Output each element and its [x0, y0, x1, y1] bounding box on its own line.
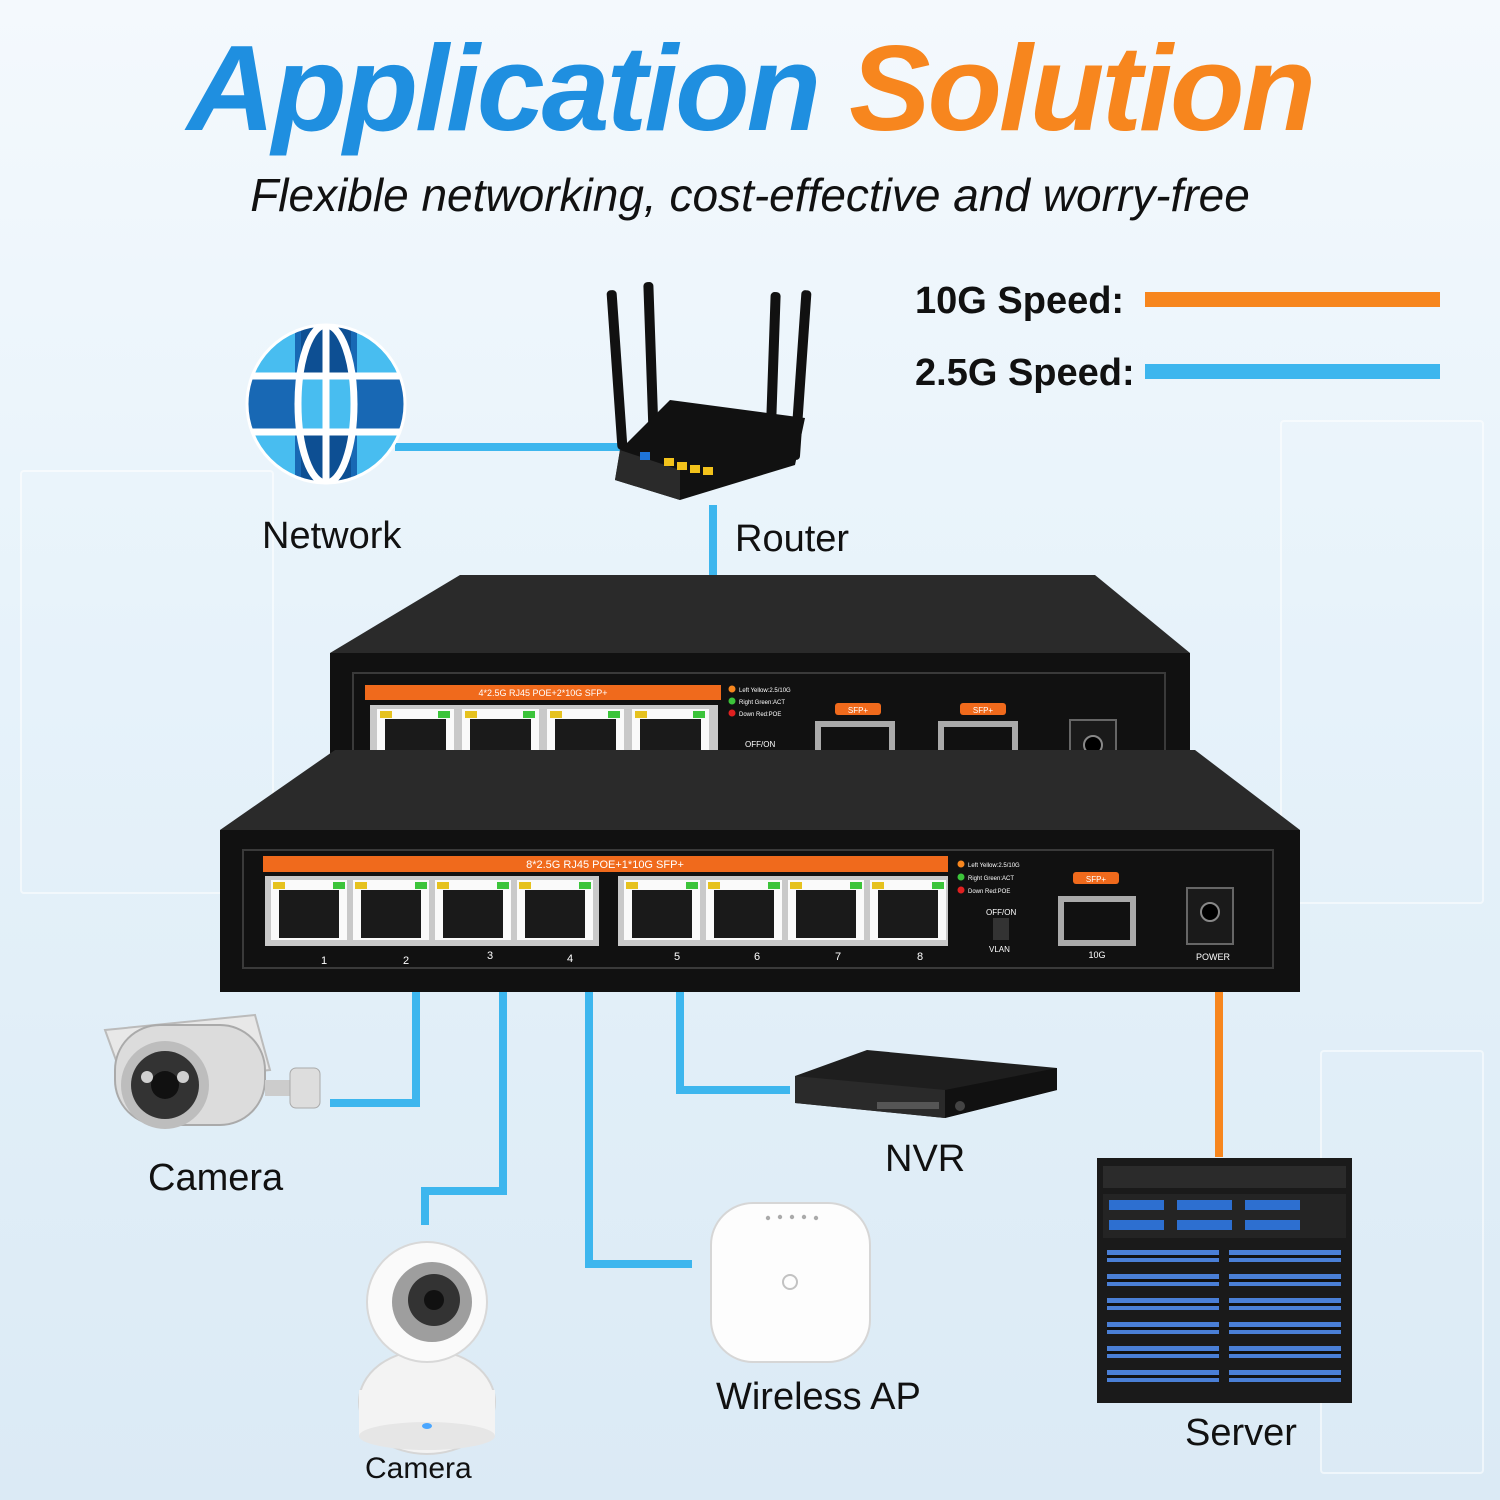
label-network: Network	[262, 515, 402, 557]
switch-top-led-3: Down Red:POE	[739, 712, 781, 718]
switch-top-sw-label-1: OFF/ON	[745, 740, 775, 749]
legend-label-10g: 10G Speed:	[915, 280, 1125, 322]
switch-bottom-sfp-label: SFP+	[1086, 875, 1107, 884]
legend-line-2-5g	[1145, 364, 1440, 379]
switch-top-led-2: Right Green:ACT	[739, 700, 785, 706]
switch-bottom-port-1: 1	[321, 955, 327, 967]
page-title: Application Solution	[0, 18, 1500, 158]
switch-bottom-port-8: 8	[917, 951, 923, 963]
switch-bottom-led-2: Right Green:ACT	[968, 876, 1014, 882]
switch-bottom-port-7: 7	[835, 951, 841, 963]
switch-bottom: 8*2.5G RJ45 POE+1*10G SFP+ 1	[220, 750, 1300, 992]
switch-top-led-1: Left Yellow:2.5/10G	[739, 688, 791, 694]
link-switch-camera-bullet	[330, 990, 420, 1107]
label-camera-bullet: Camera	[148, 1157, 284, 1199]
switch-top-sfp-label-2: SFP+	[973, 706, 994, 715]
switch-bottom-led-1: Left Yellow:2.5/10G	[968, 863, 1020, 869]
page-subtitle: Flexible networking, cost-effective and …	[250, 169, 1250, 221]
switch-bottom-port-3: 3	[487, 950, 493, 962]
title-part-2: Solution	[849, 20, 1316, 156]
legend-label-2-5g: 2.5G Speed:	[915, 352, 1135, 394]
nvr-image	[795, 1050, 1057, 1118]
wireless-ap-image	[710, 1202, 871, 1363]
switch-bottom-power-label: POWER	[1196, 952, 1231, 962]
title-part-1: Application	[186, 20, 821, 156]
globe-icon	[245, 323, 407, 485]
label-server: Server	[1185, 1412, 1297, 1454]
label-router: Router	[735, 518, 850, 560]
link-switch-camera-dome	[421, 990, 507, 1225]
switch-bottom-port-5: 5	[674, 951, 680, 963]
switch-bottom-led-3: Down Red:POE	[968, 889, 1010, 895]
link-switch-ap	[585, 990, 692, 1268]
label-nvr: NVR	[885, 1138, 966, 1180]
background-panel	[20, 470, 274, 894]
switch-bottom-port-2: 2	[403, 955, 409, 967]
switch-bottom-banner: 8*2.5G RJ45 POE+1*10G SFP+	[526, 859, 684, 871]
dome-camera-image	[358, 1241, 496, 1455]
switch-bottom-sw-label-2: VLAN	[989, 945, 1010, 954]
background-panel	[1280, 420, 1484, 904]
label-camera-dome: Camera	[365, 1452, 472, 1485]
switch-top-sfp-label-1: SFP+	[848, 706, 869, 715]
switch-bottom-sfp-speed: 10G	[1088, 950, 1105, 960]
legend-line-10g	[1145, 292, 1440, 307]
switch-bottom-port-4: 4	[567, 953, 573, 965]
router-image	[606, 282, 812, 500]
bullet-camera-image	[103, 1013, 321, 1129]
server-image	[1097, 1158, 1352, 1403]
switch-bottom-port-6: 6	[754, 951, 760, 963]
switch-top-banner: 4*2.5G RJ45 POE+2*10G SFP+	[478, 688, 607, 698]
switch-bottom-sw-label-1: OFF/ON	[986, 908, 1016, 917]
link-switch-nvr	[676, 990, 790, 1094]
switch-bottom-rj45-ports	[265, 876, 948, 946]
label-wireless-ap: Wireless AP	[716, 1376, 921, 1418]
